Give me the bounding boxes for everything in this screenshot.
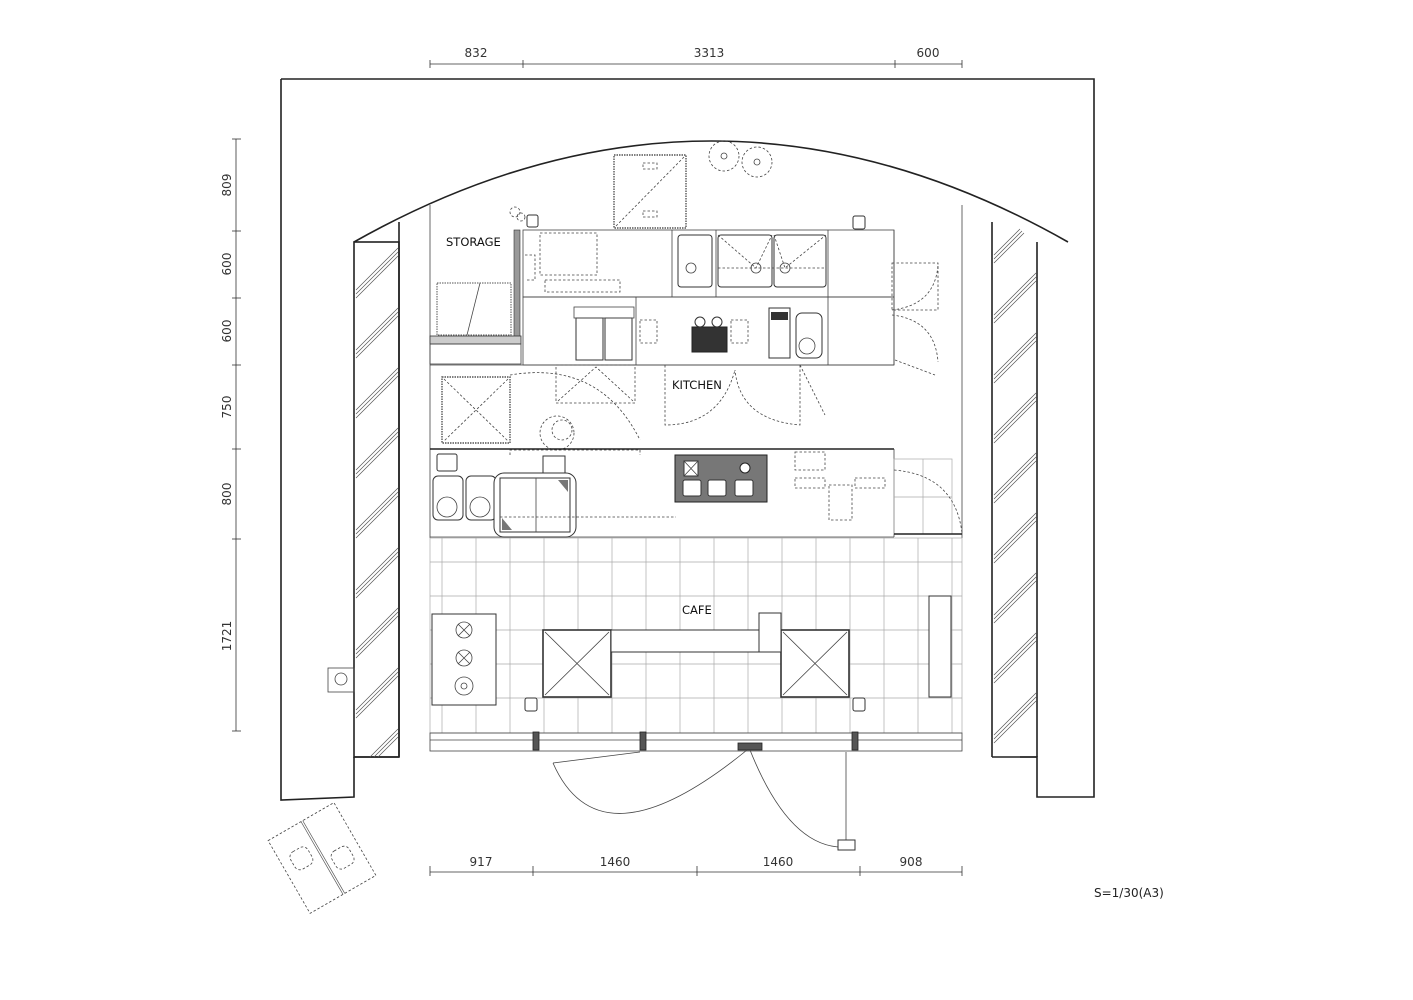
dim-left-5: 800 bbox=[220, 483, 234, 506]
room-label-kitchen: KITCHEN bbox=[672, 378, 722, 392]
dim-left-2: 600 bbox=[220, 253, 234, 276]
dim-top-2: 3313 bbox=[694, 46, 725, 60]
dim-left-1: 809 bbox=[220, 174, 234, 197]
left-dimension-chain: 809 600 600 750 800 1721 bbox=[220, 138, 241, 732]
outer-walls bbox=[280, 78, 1095, 801]
scale-note: S=1/30(A3) bbox=[1094, 886, 1164, 900]
kitchen-side-doors bbox=[891, 230, 939, 376]
right-column-hatch bbox=[993, 228, 1037, 744]
dim-bottom-2: 1460 bbox=[600, 855, 631, 869]
room-label-cafe: CAFE bbox=[682, 603, 712, 617]
storage-area: STORAGE bbox=[429, 206, 621, 365]
top-dimension-chain: 832 3313 600 bbox=[429, 46, 963, 68]
dim-left-3: 600 bbox=[220, 320, 234, 343]
dishwasher-units bbox=[573, 306, 823, 361]
back-counter bbox=[522, 229, 895, 366]
left-column-hatch bbox=[355, 247, 399, 758]
dim-bottom-1: 917 bbox=[470, 855, 493, 869]
dim-bottom-4: 908 bbox=[900, 855, 923, 869]
top-exterior bbox=[613, 140, 866, 230]
entrance-doors bbox=[429, 731, 963, 851]
left-exterior bbox=[267, 667, 377, 914]
dim-top-1: 832 bbox=[465, 46, 488, 60]
dim-bottom-3: 1460 bbox=[763, 855, 794, 869]
front-counter bbox=[430, 448, 963, 538]
dim-left-6: 1721 bbox=[220, 621, 234, 652]
cafe-furniture: CAFE bbox=[431, 595, 952, 712]
bottom-dimension-chain: 917 1460 1460 908 bbox=[429, 855, 963, 876]
dim-left-4: 750 bbox=[220, 396, 234, 419]
kitchen-middle: KITCHEN bbox=[430, 364, 894, 455]
dim-top-3: 600 bbox=[917, 46, 940, 60]
room-label-storage: STORAGE bbox=[446, 235, 501, 249]
